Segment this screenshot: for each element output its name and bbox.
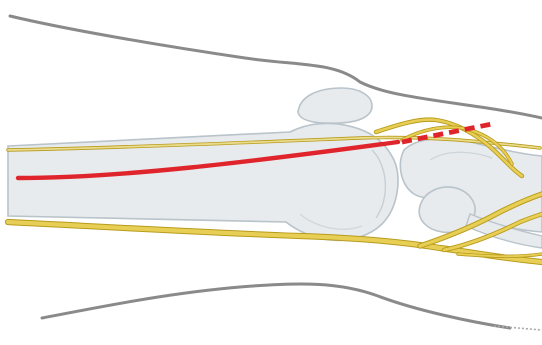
skin-outline-upper	[10, 16, 542, 118]
skin-outline-lower	[42, 284, 510, 328]
patella-bone	[298, 88, 372, 123]
